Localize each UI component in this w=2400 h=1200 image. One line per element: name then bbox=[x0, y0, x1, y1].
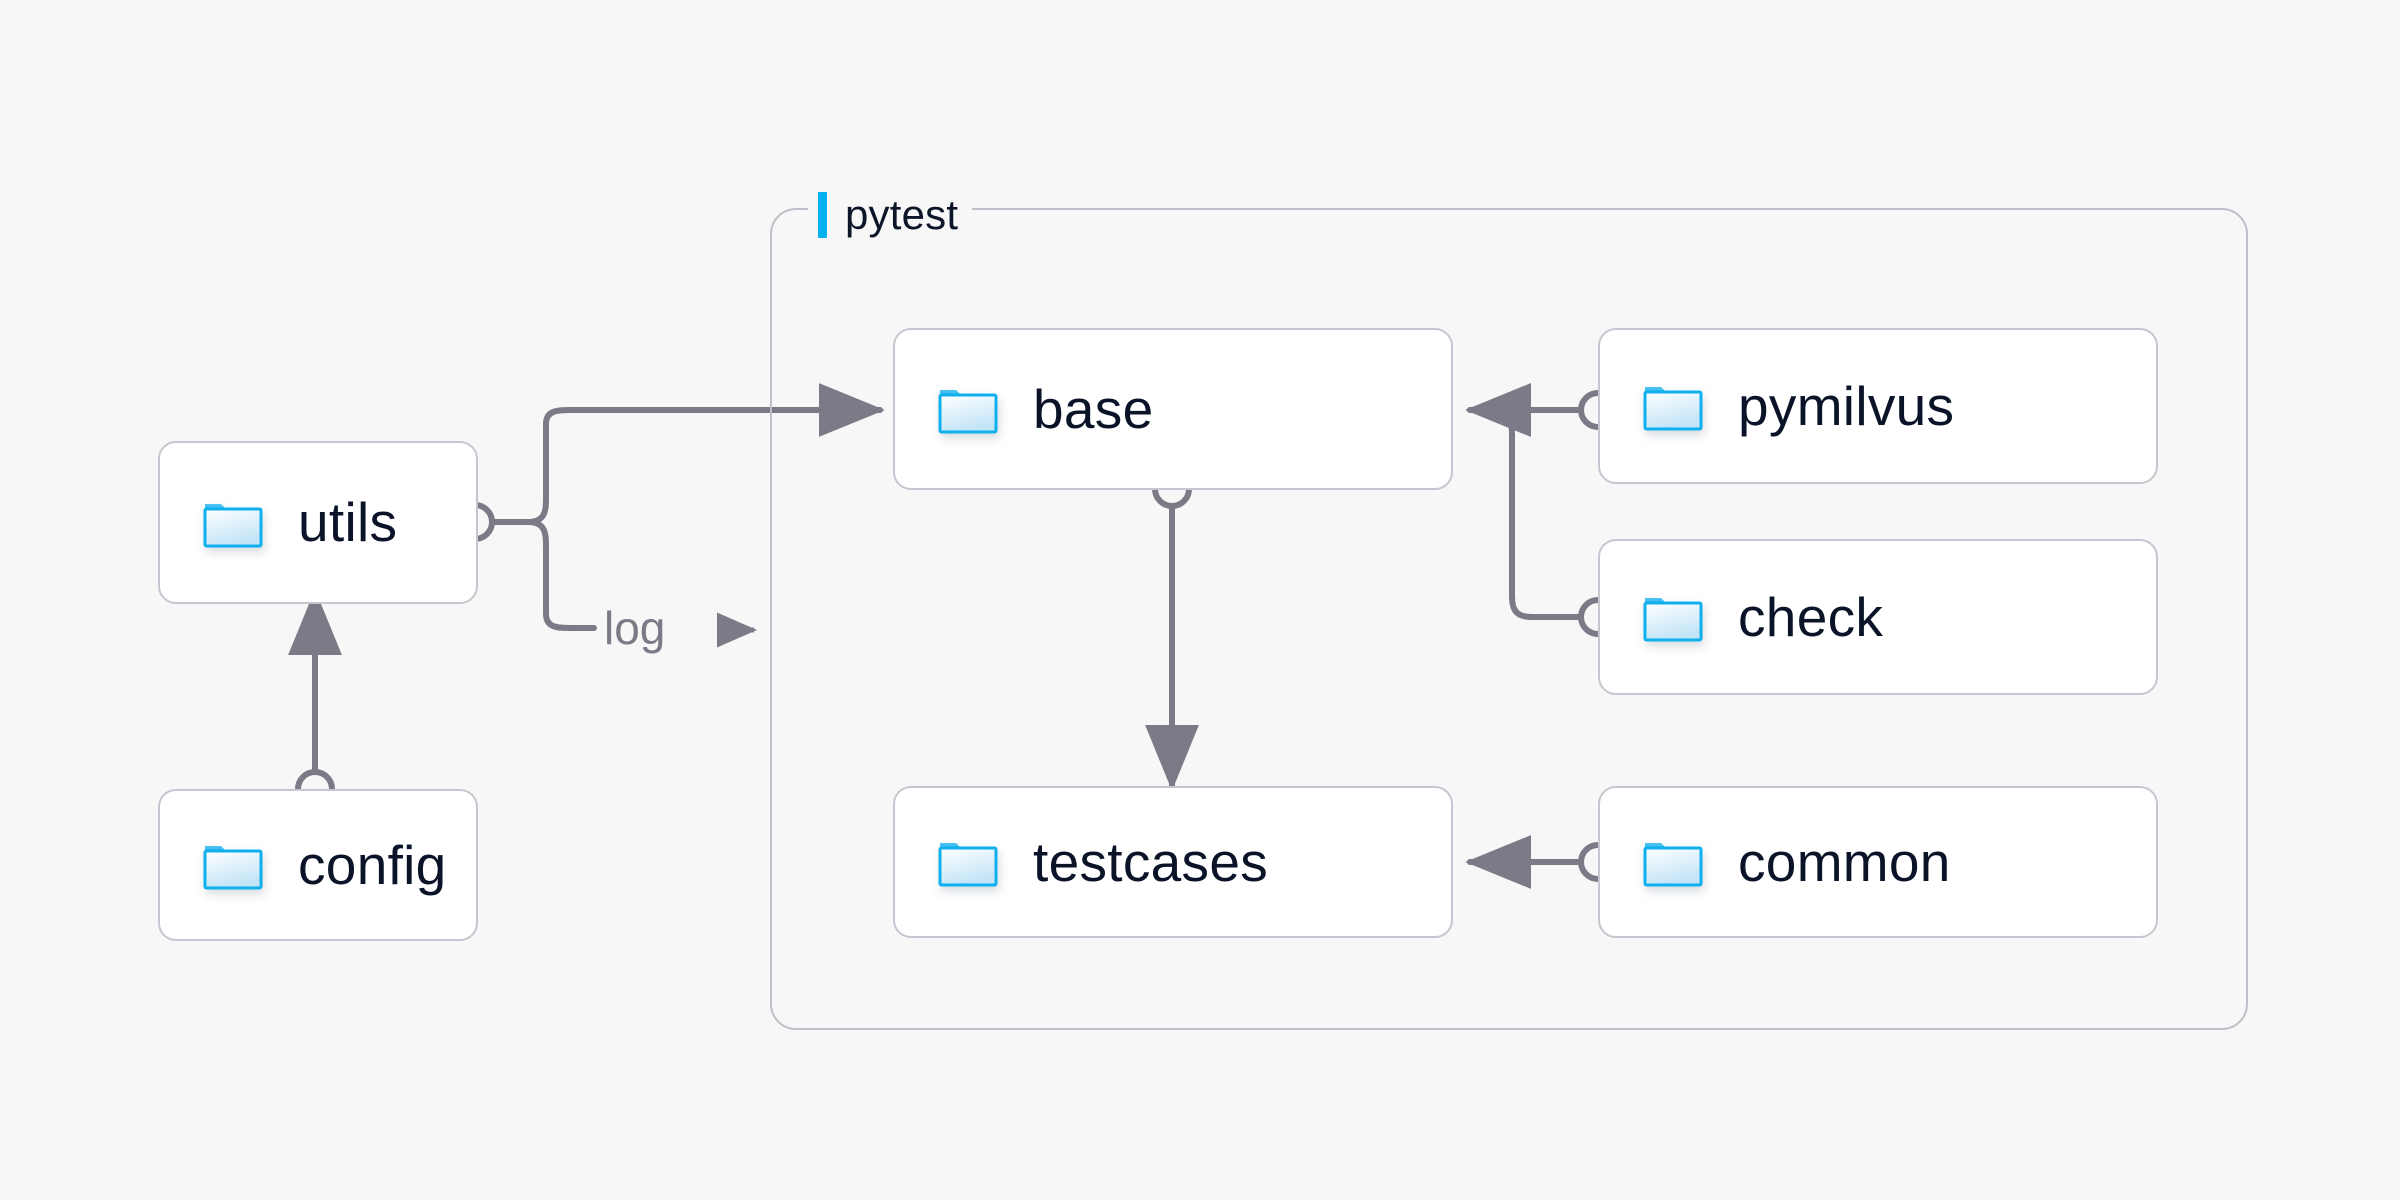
node-label: common bbox=[1738, 830, 1951, 893]
node-common[interactable]: common bbox=[1598, 786, 2158, 938]
folder-icon bbox=[937, 382, 999, 436]
edge-utils-to-base bbox=[525, 383, 885, 525]
edge-label-log: log bbox=[604, 602, 666, 654]
node-label: pymilvus bbox=[1738, 374, 1955, 437]
edge-check-to-base bbox=[1465, 383, 1581, 620]
group-accent-bar bbox=[818, 192, 827, 238]
folder-icon bbox=[202, 838, 264, 892]
node-utils[interactable]: utils bbox=[158, 441, 478, 604]
node-pymilvus[interactable]: pymilvus bbox=[1598, 328, 2158, 484]
node-label: testcases bbox=[1033, 830, 1269, 893]
node-base[interactable]: base bbox=[893, 328, 1453, 490]
node-check[interactable]: check bbox=[1598, 539, 2158, 695]
group-pytest-label: pytest bbox=[808, 188, 973, 242]
folder-icon bbox=[937, 835, 999, 889]
node-config[interactable]: config bbox=[158, 789, 478, 941]
edge-utils-to-pytest-log bbox=[525, 519, 597, 631]
group-pytest[interactable] bbox=[770, 208, 2248, 1030]
node-label: config bbox=[298, 833, 447, 896]
node-testcases[interactable]: testcases bbox=[893, 786, 1453, 938]
folder-icon bbox=[1642, 379, 1704, 433]
node-label: utils bbox=[298, 491, 398, 553]
folder-icon bbox=[1642, 590, 1704, 644]
folder-icon bbox=[202, 496, 264, 550]
node-label: check bbox=[1738, 585, 1884, 648]
folder-icon bbox=[1642, 835, 1704, 889]
group-label-text: pytest bbox=[845, 191, 959, 238]
node-label: base bbox=[1033, 377, 1154, 440]
